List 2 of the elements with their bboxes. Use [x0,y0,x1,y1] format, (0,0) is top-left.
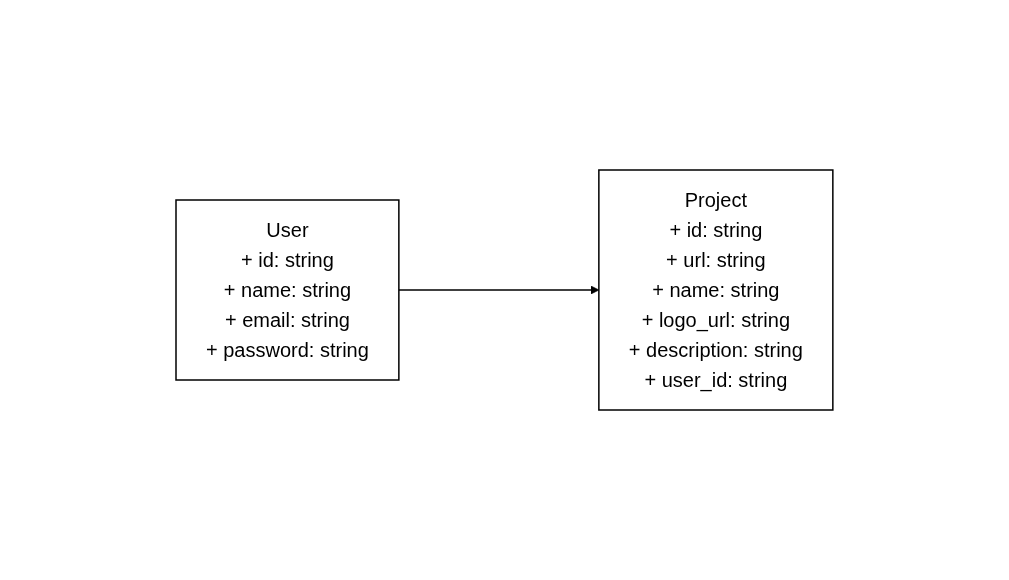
node-box: User + id: string + name: string + email: string + password: string [175,199,400,381]
node-box: Project + id: string + url: string + name: string + logo_url: string + description: string + user_id: string [598,169,834,411]
